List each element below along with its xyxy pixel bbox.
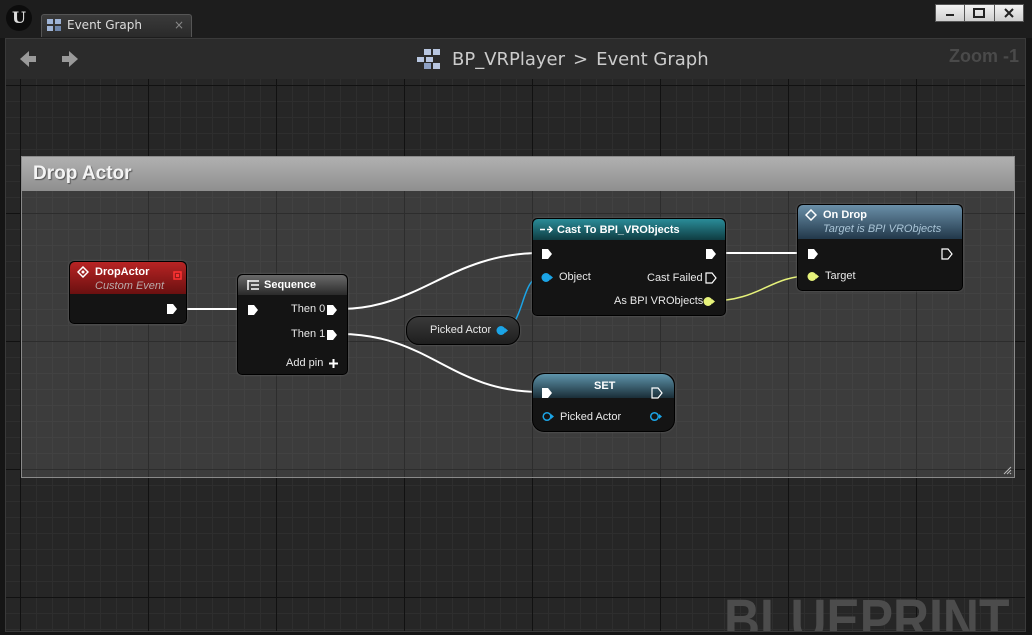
exec-out-pin-icon[interactable] (705, 248, 717, 260)
target-pin-icon[interactable] (807, 271, 819, 282)
object-out-pin-icon[interactable] (649, 411, 662, 422)
tab-close-icon[interactable]: × (173, 18, 184, 32)
blueprint-class-icon (417, 49, 440, 69)
forward-arrow-icon[interactable] (60, 49, 80, 69)
comment-title: Drop Actor (33, 163, 132, 184)
object-in-pin-icon[interactable] (542, 411, 554, 422)
window-controls (935, 4, 1024, 22)
set-value-label: Picked Actor (560, 411, 622, 423)
node-subtitle: Target is BPI VRObjects (823, 223, 942, 235)
node-cast-to-bpi[interactable]: Cast To BPI_VRObjects Object Cast Failed… (532, 218, 726, 316)
zoom-level: Zoom -1 (949, 46, 1019, 66)
node-subtitle: Custom Event (95, 280, 165, 292)
target-pin-label: Target (825, 270, 856, 282)
exec-in-pin-icon[interactable] (541, 387, 553, 399)
resize-grip-icon[interactable] (1002, 465, 1012, 475)
object-in-pin-icon[interactable] (541, 272, 553, 283)
cast-icon (540, 225, 553, 234)
blueprint-watermark: BLUEPRINT (724, 588, 1010, 632)
node-header (798, 205, 962, 239)
node-header (238, 275, 347, 295)
exec-cast-failed-pin-icon[interactable] (705, 272, 717, 284)
exec-then0-pin-icon[interactable] (326, 304, 338, 316)
minimize-button[interactable] (935, 4, 966, 22)
object-out-pin-icon[interactable] (496, 325, 508, 336)
node-picked-actor-getter[interactable]: Picked Actor (406, 316, 520, 345)
maximize-button[interactable] (964, 4, 995, 22)
exec-out-pin-icon[interactable] (651, 387, 663, 399)
tab-event-graph[interactable]: Event Graph × (41, 14, 192, 37)
node-sequence[interactable]: Sequence Then 0 Then 1 Add pin (237, 274, 348, 375)
sequence-icon (247, 280, 259, 290)
breadcrumb: BP_VRPlayer > Event Graph (416, 47, 709, 71)
breadcrumb-separator: > (573, 48, 589, 70)
close-button[interactable] (993, 4, 1024, 22)
add-pin-label[interactable]: Add pin (286, 357, 324, 369)
then1-label: Then 1 (291, 328, 326, 340)
cast-failed-label: Cast Failed (647, 272, 703, 284)
close-icon (1004, 8, 1014, 18)
variable-label: Picked Actor (430, 324, 492, 336)
node-header (533, 219, 725, 240)
exec-in-pin-icon[interactable] (541, 248, 553, 260)
graph-header: BP_VRPlayer > Event Graph Zoom -1 (6, 39, 1025, 79)
node-header (533, 374, 674, 398)
blueprint-graph-icon (47, 19, 61, 31)
node-title: DropActor (95, 266, 150, 278)
function-diamond-icon (805, 209, 817, 221)
object-pin-label: Object (559, 271, 591, 283)
exec-in-pin-icon[interactable] (247, 304, 259, 316)
title-bar: U Event Graph × (0, 0, 1032, 38)
then0-label: Then 0 (291, 303, 326, 315)
node-title: On Drop (823, 209, 867, 221)
breadcrumb-graph: Event Graph (596, 48, 709, 70)
interface-out-pin-icon[interactable] (703, 296, 715, 307)
node-title: Sequence (264, 279, 316, 291)
exec-in-pin-icon[interactable] (807, 248, 819, 260)
tab-label: Event Graph (67, 18, 142, 32)
node-header (70, 262, 186, 294)
node-set-picked-actor[interactable]: SET Picked Actor (532, 373, 675, 432)
node-drop-actor-event[interactable]: DropActor Custom Event (69, 261, 187, 324)
plus-icon[interactable] (329, 359, 338, 368)
node-title: Cast To BPI_VRObjects (557, 224, 680, 236)
event-diamond-icon (77, 266, 89, 278)
delegate-pin-icon[interactable] (173, 271, 182, 280)
comment-title-bar[interactable]: Drop Actor (22, 157, 1014, 191)
minimize-icon (946, 14, 955, 16)
node-title: SET (594, 380, 616, 392)
node-on-drop[interactable]: On Drop Target is BPI VRObjects Target (797, 204, 963, 291)
as-bpi-label: As BPI VRObjects (614, 295, 704, 307)
unreal-logo-icon: U (6, 5, 32, 31)
exec-then1-pin-icon[interactable] (326, 329, 338, 341)
maximize-icon (973, 8, 986, 18)
breadcrumb-blueprint[interactable]: BP_VRPlayer (452, 48, 566, 70)
exec-out-pin-icon[interactable] (941, 248, 953, 260)
back-arrow-icon[interactable] (18, 49, 38, 69)
exec-out-pin-icon[interactable] (166, 303, 178, 315)
